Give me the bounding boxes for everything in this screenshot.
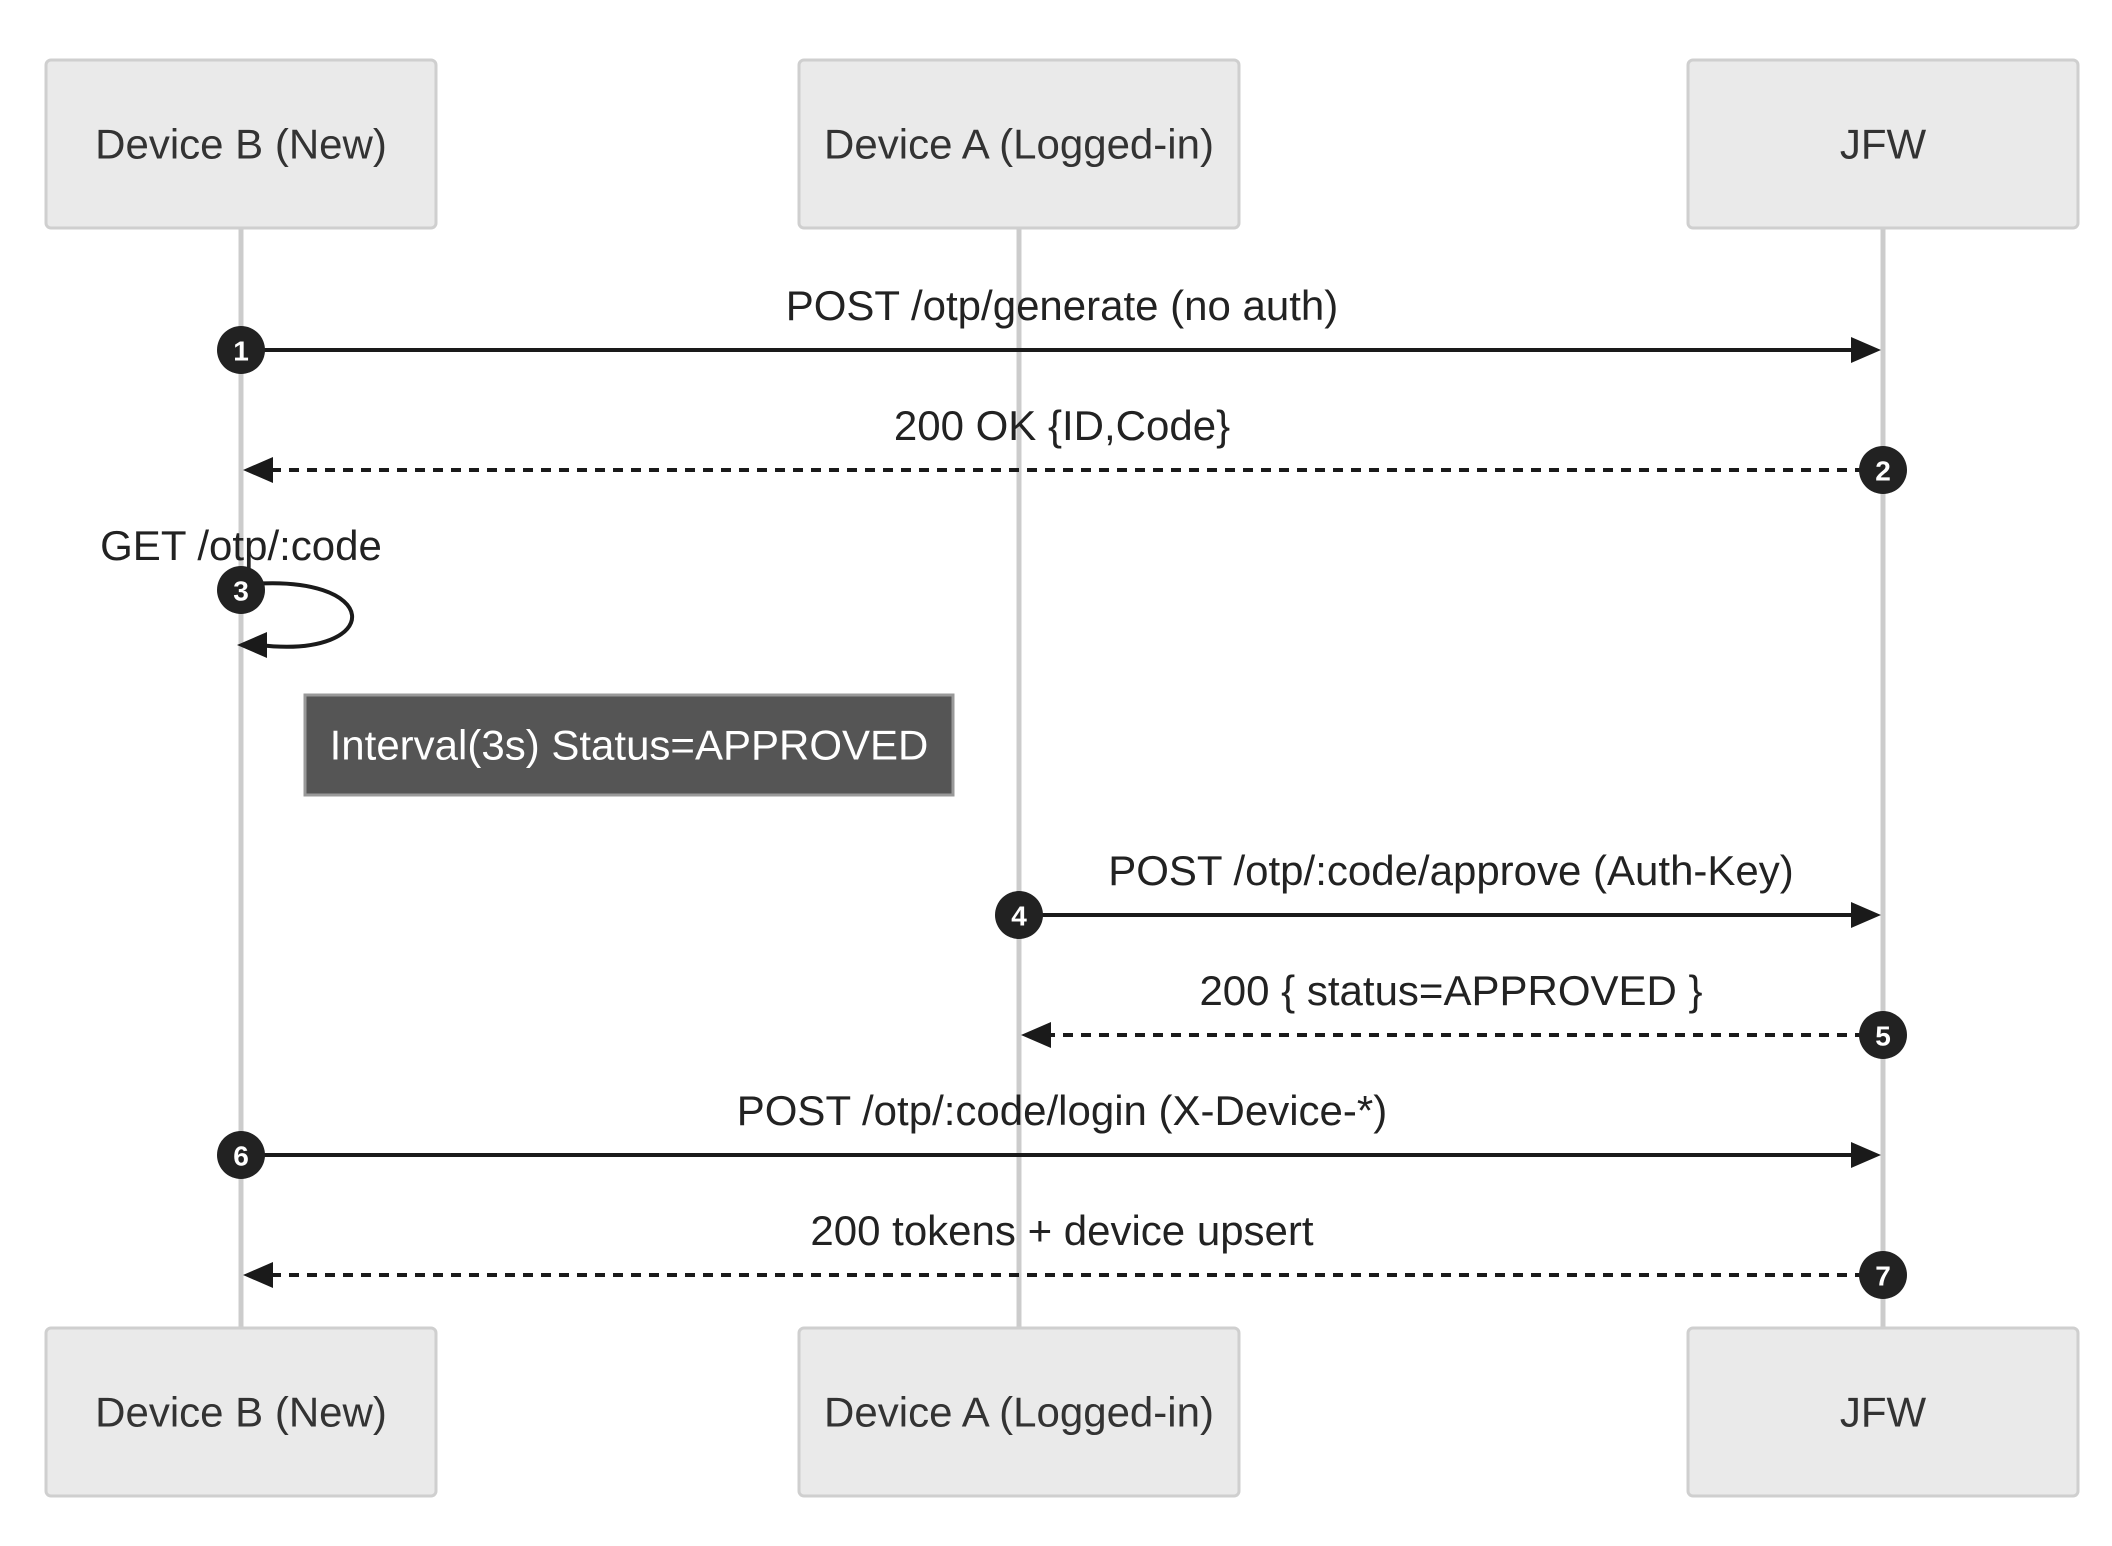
- messages: POST /otp/generate (no auth) 1 200 OK {ID,…: [100, 282, 1907, 1299]
- actors-top: Device B (New) Device A (Logged-in) JFW: [44, 58, 2080, 230]
- sequence-number: 7: [1875, 1261, 1891, 1292]
- message-2: 200 OK {ID,Code} 2: [243, 402, 1907, 494]
- sequence-number: 6: [233, 1141, 249, 1172]
- actor-deviceA-bottom: Device A (Logged-in): [797, 1326, 1241, 1498]
- actor-deviceB-top: Device B (New): [44, 58, 438, 230]
- actor-jfw-top: JFW: [1686, 58, 2080, 230]
- actor-deviceA-top: Device A (Logged-in): [797, 58, 1241, 230]
- sequence-badge: [995, 891, 1043, 939]
- arrowhead: [237, 632, 267, 658]
- arrowhead: [1021, 1022, 1051, 1048]
- message-label: POST /otp/generate (no auth): [786, 282, 1339, 329]
- arrowhead: [1851, 902, 1881, 928]
- actor-label: Device A (Logged-in): [824, 121, 1214, 168]
- actor-label: Device B (New): [95, 1389, 387, 1436]
- sequence-badge: [1859, 446, 1907, 494]
- arrowhead: [1851, 337, 1881, 363]
- message-6: POST /otp/:code/login (X-Device-*) 6: [217, 1087, 1881, 1179]
- actor-box: [797, 1326, 1241, 1498]
- actor-deviceB-bottom: Device B (New): [44, 1326, 438, 1498]
- message-5: 200 { status=APPROVED } 5: [1021, 967, 1907, 1059]
- message-4: POST /otp/:code/approve (Auth-Key) 4: [995, 847, 1881, 939]
- actor-box: [44, 58, 438, 230]
- sequence-badge: [217, 326, 265, 374]
- arrowhead: [243, 457, 273, 483]
- actor-box: [1686, 58, 2080, 230]
- sequence-badge: [217, 566, 265, 614]
- note: Interval(3s) Status=APPROVED: [303, 693, 955, 797]
- message-label: 200 OK {ID,Code}: [894, 402, 1230, 449]
- message-1: POST /otp/generate (no auth) 1: [217, 282, 1881, 374]
- message-label: 200 { status=APPROVED }: [1199, 967, 1702, 1014]
- sequence-number: 2: [1875, 456, 1891, 487]
- sequence-badge: [217, 1131, 265, 1179]
- sequence-badge: [1859, 1011, 1907, 1059]
- note-box: [303, 693, 955, 797]
- arrowhead: [243, 1262, 273, 1288]
- sequence-number: 5: [1875, 1021, 1891, 1052]
- message-7: 200 tokens + device upsert 7: [243, 1207, 1907, 1299]
- actor-box: [1686, 1326, 2080, 1498]
- note-text: Interval(3s) Status=APPROVED: [330, 722, 929, 769]
- message-label: 200 tokens + device upsert: [810, 1207, 1313, 1254]
- actor-label: JFW: [1840, 121, 1927, 168]
- actor-label: Device A (Logged-in): [824, 1389, 1214, 1436]
- actor-label: JFW: [1840, 1389, 1927, 1436]
- actor-box: [44, 1326, 438, 1498]
- message-label: POST /otp/:code/login (X-Device-*): [737, 1087, 1388, 1134]
- arrowhead: [1851, 1142, 1881, 1168]
- message-3: GET /otp/:code 3: [100, 522, 382, 658]
- actor-label: Device B (New): [95, 121, 387, 168]
- sequence-number: 4: [1011, 901, 1027, 932]
- sequence-number: 1: [233, 336, 249, 367]
- actor-box: [797, 58, 1241, 230]
- sequence-badge: [1859, 1251, 1907, 1299]
- actors-bottom: Device B (New) Device A (Logged-in) JFW: [44, 1326, 2080, 1498]
- self-loop-line: [240, 581, 354, 649]
- message-label: GET /otp/:code: [100, 522, 382, 569]
- message-label: POST /otp/:code/approve (Auth-Key): [1108, 847, 1794, 894]
- sequence-number: 3: [233, 576, 249, 607]
- actor-jfw-bottom: JFW: [1686, 1326, 2080, 1498]
